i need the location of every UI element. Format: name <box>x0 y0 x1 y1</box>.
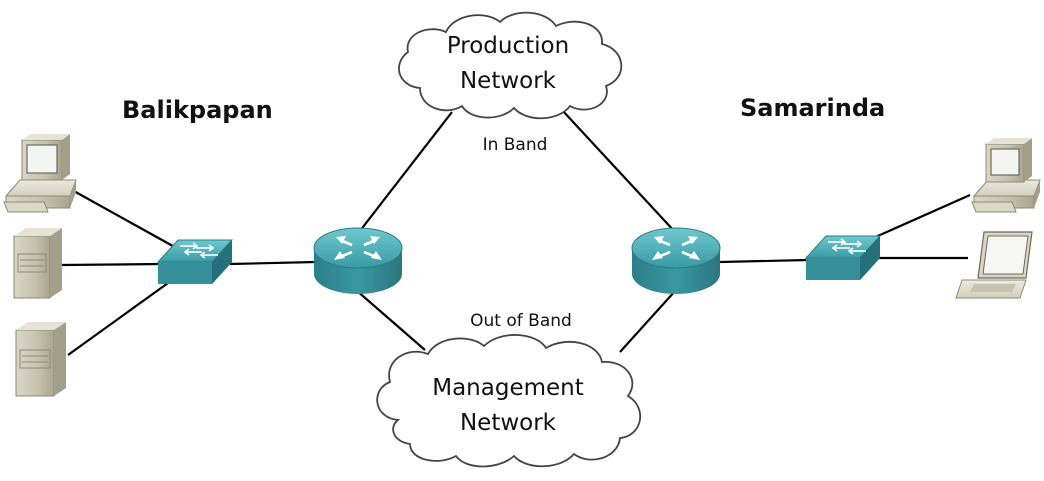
right-desktop-pc-icon[interactable] <box>971 138 1041 213</box>
left-switch-icon[interactable] <box>156 239 234 284</box>
link-left-router-production <box>355 111 453 237</box>
left-desktop-pc-icon[interactable] <box>3 134 77 213</box>
link-left-router-management <box>355 289 426 351</box>
left-router-icon[interactable] <box>313 227 403 294</box>
left-server-1-icon[interactable] <box>13 228 62 299</box>
left-server-2-icon[interactable] <box>15 322 66 397</box>
management-cloud-label-line2: Network <box>460 410 557 436</box>
out-of-band-label: Out of Band <box>470 311 572 331</box>
link-server1-left-switch <box>61 262 163 267</box>
production-network-cloud: Production Network <box>398 11 623 120</box>
site-label-balikpapan: Balikpapan <box>122 96 273 124</box>
production-cloud-label-line2: Network <box>460 68 557 94</box>
link-right-switch-pc <box>861 193 971 245</box>
link-left-switch-left-router <box>229 260 317 266</box>
link-right-router-right-switch <box>719 258 809 264</box>
link-right-router-management <box>619 289 677 353</box>
site-label-samarinda: Samarinda <box>740 94 885 122</box>
management-cloud-label-line1: Management <box>432 375 584 401</box>
connections <box>61 109 971 356</box>
in-band-label: In Band <box>483 135 548 155</box>
link-right-router-production <box>561 109 677 234</box>
link-server2-left-switch <box>67 277 176 356</box>
right-router-icon[interactable] <box>631 227 721 294</box>
production-cloud-label-line1: Production <box>447 33 569 59</box>
right-switch-icon[interactable] <box>804 235 882 280</box>
management-network-cloud: Management Network <box>376 334 642 468</box>
right-laptop-icon[interactable] <box>955 231 1033 299</box>
link-pc-left-switch <box>71 189 181 251</box>
